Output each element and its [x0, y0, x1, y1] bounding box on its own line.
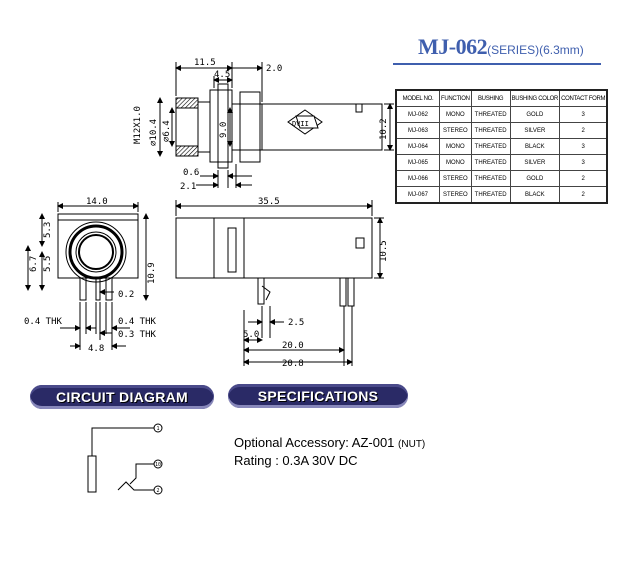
side-pin-1 — [257, 278, 265, 305]
dim-9-0: 9.0 — [219, 122, 229, 138]
cell: THREATED — [470, 170, 511, 187]
dim-35-5: 35.5 — [258, 197, 280, 207]
dim-m12: M12X1.0 — [133, 106, 143, 144]
circuit-diagram: 1 2 10 — [87, 423, 163, 495]
dim-2-1: 2.1 — [180, 182, 196, 192]
dim-20-0: 20.0 — [282, 341, 304, 351]
cell: 2 — [559, 186, 608, 204]
pin-right — [105, 277, 113, 301]
pin-2-label: 2 — [156, 488, 159, 494]
dim-5-5: 5.5 — [43, 256, 53, 272]
jack-sleeve — [87, 455, 97, 493]
front-view: 14.0 5.3 6.7 5.5 10.9 0.2 0.4 THK 0.4 TH… — [24, 197, 157, 354]
dim-5-3: 5.3 — [43, 222, 53, 238]
product-title: MJ-062(SERIES)(6.3mm) — [418, 34, 584, 60]
pin-10-marker — [153, 459, 163, 469]
logo-text: DVII — [292, 120, 309, 128]
dim-6-7: 6.7 — [29, 256, 39, 272]
side-pin-3 — [347, 278, 355, 307]
dim-2-0: 2.0 — [266, 64, 282, 74]
pin-2-marker — [153, 485, 163, 495]
model-spec-table: MODEL NO. FUNCTION BUSHING BUSHING COLOR… — [395, 89, 609, 204]
cell: MJ-066 — [395, 170, 440, 187]
dim-10-2: 10.2 — [379, 118, 389, 140]
cell: BLACK — [509, 186, 561, 204]
pin-mid — [95, 277, 101, 301]
series-label: (SERIES) — [487, 43, 540, 57]
dim-20-8: 20.8 — [282, 359, 304, 369]
top-view: DVII 11.5 4.5 2.0 0.6 2.1 M12X1.0 ∅10.4 … — [133, 58, 394, 192]
cell: MJ-067 — [395, 186, 440, 204]
cell: GOLD — [509, 170, 561, 187]
dim-4-5: 4.5 — [214, 70, 230, 80]
accessory-line: Optional Accessory: AZ-001 (NUT) — [234, 435, 425, 450]
accessory-note: (NUT) — [398, 439, 426, 450]
model-name: MJ-062 — [418, 34, 488, 59]
side-pin-2 — [339, 278, 347, 307]
dim-4-8: 4.8 — [88, 344, 104, 354]
side-body — [175, 217, 373, 279]
dim-0-4-left: 0.4 THK — [24, 317, 63, 327]
accessory-text: Optional Accessory: AZ-001 — [234, 435, 395, 450]
pin-1-marker — [153, 423, 163, 433]
pin-1-label: 1 — [156, 426, 159, 432]
dim-10-9: 10.9 — [147, 262, 157, 284]
specifications-header: SPECIFICATIONS — [228, 384, 408, 408]
cell: 2 — [559, 170, 608, 187]
circuit-diagram-header: CIRCUIT DIAGRAM — [30, 385, 214, 409]
technical-drawing: DVII 11.5 4.5 2.0 0.6 2.1 M12X1.0 ∅10.4 … — [24, 58, 394, 369]
pin-left — [79, 277, 87, 301]
circuit-diagram-title: CIRCUIT DIAGRAM — [55, 389, 189, 405]
side-view: 35.5 10.5 2.5 5.0 20.0 20.8 — [175, 197, 389, 369]
size-label: (6.3mm) — [539, 43, 584, 57]
dim-0-2: 0.2 — [118, 290, 134, 300]
dim-10-5: 10.5 — [379, 240, 389, 262]
dim-2-5: 2.5 — [288, 318, 304, 328]
dim-14-0: 14.0 — [86, 197, 108, 207]
dim-11-5: 11.5 — [194, 58, 216, 68]
dim-5-0: 5.0 — [243, 330, 259, 340]
dim-0-4-right: 0.4 THK — [118, 317, 157, 327]
specifications-title: SPECIFICATIONS — [257, 388, 379, 404]
rating-line: Rating : 0.3A 30V DC — [234, 453, 358, 468]
dim-10-4: ∅10.4 — [149, 119, 159, 146]
logo-diamond — [287, 109, 323, 135]
title-underline — [393, 63, 601, 65]
bushing-outer — [65, 221, 127, 283]
table-header-row: MODEL NO. FUNCTION BUSHING BUSHING COLOR… — [395, 89, 608, 107]
dim-0-6: 0.6 — [183, 168, 199, 178]
dim-6-4: ∅6.4 — [162, 120, 172, 142]
pin-10-label: 10 — [155, 462, 161, 468]
dim-0-3: 0.3 THK — [118, 330, 157, 340]
